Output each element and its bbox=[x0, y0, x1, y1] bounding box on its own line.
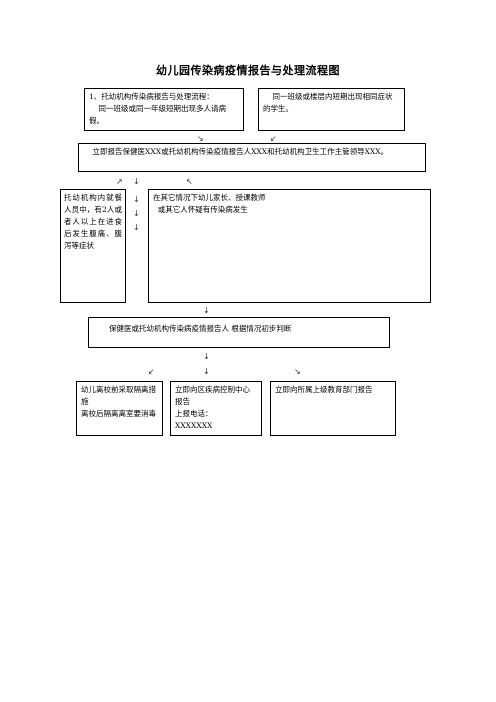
box-other-suspicion: 在其它情况下幼儿家长、授课教师 或其它人怀疑有传染病发生 bbox=[148, 189, 431, 303]
arrow-down-left-icon: ↙ bbox=[148, 367, 155, 376]
arrow-down-icon: ↓ bbox=[133, 195, 140, 204]
box-text: 离校后隔离离室要消毒 bbox=[81, 409, 156, 418]
box-text: 幼儿离校前采取隔离措施 bbox=[81, 385, 156, 406]
box-initial-judgement: 保健医或托幼机构传染病疫情报告人 根据情况初步判断 bbox=[88, 317, 390, 348]
arrow-down-icon: ↓ bbox=[203, 306, 210, 315]
box-text: 同一班级或楼层内短期出现相同症状的学生。 bbox=[263, 92, 393, 113]
box-isolation-measures: 幼儿离校前采取隔离措施 离校后隔离离室要消毒 bbox=[76, 381, 163, 436]
box-food-symptoms: 托幼机构内就餐人员中，有2人或者人以上在进食后发生腹痛、腹泻等症状 bbox=[60, 189, 126, 303]
box-same-symptoms: 同一班级或楼层内短期出现相同症状的学生。 bbox=[258, 88, 405, 131]
arrow-down-icon: ↓ bbox=[203, 352, 210, 361]
arrow-down-right-icon: ↘ bbox=[197, 134, 204, 143]
box-text: 在其它情况下幼儿家长、授课教师 bbox=[153, 193, 266, 202]
arrow-up-left-icon: ↖ bbox=[186, 177, 193, 186]
box-report-to-health-doctor: 立即报告保健医XXX或托幼机构传染疫情报告人XXX和托幼机构卫生工作主管领导XX… bbox=[78, 143, 426, 172]
box-text: XXXXXXX bbox=[175, 421, 213, 430]
arrow-down-icon: ↓ bbox=[133, 223, 140, 232]
arrow-down-left-icon: ↙ bbox=[270, 134, 277, 143]
arrow-down-right-icon: ↘ bbox=[294, 367, 301, 376]
box-text: 立即向所属上级教育部门报告 bbox=[275, 385, 373, 394]
box-text: 立即向区疾病控制中心报告 bbox=[175, 385, 250, 406]
page-title: 幼儿园传染病疫情报告与处理流程图 bbox=[156, 64, 340, 77]
box-text: 托幼机构内就餐人员中，有2人或者人以上在进食后发生腹痛、腹泻等症状 bbox=[64, 193, 122, 250]
box-text: 1、托幼机构传染病报告与处理流程： bbox=[89, 92, 214, 101]
box-text: 立即报告保健医XXX或托幼机构传染疫情报告人XXX和托幼机构卫生工作主管领导XX… bbox=[83, 147, 389, 156]
box-text: 上报电话： bbox=[175, 409, 213, 418]
box-text: 同一班级或同一年级短期出现多人请病假。 bbox=[89, 104, 227, 125]
box-text: 或其它人怀疑有传染病发生 bbox=[153, 205, 248, 214]
box-multiple-sick-leave: 1、托幼机构传染病报告与处理流程： 同一班级或同一年级短期出现多人请病假。 bbox=[84, 88, 244, 131]
box-report-education-dept: 立即向所属上级教育部门报告 bbox=[270, 381, 396, 436]
box-text: 保健医或托幼机构传染病疫情报告人 根据情况初步判断 bbox=[109, 324, 292, 333]
arrow-down-icon: ↓ bbox=[133, 177, 140, 186]
arrow-down-icon: ↓ bbox=[133, 209, 140, 218]
box-report-cdc: 立即向区疾病控制中心报告 上报电话： XXXXXXX bbox=[170, 381, 262, 436]
arrow-up-right-icon: ↗ bbox=[116, 177, 123, 186]
arrow-down-icon: ↓ bbox=[203, 367, 210, 376]
